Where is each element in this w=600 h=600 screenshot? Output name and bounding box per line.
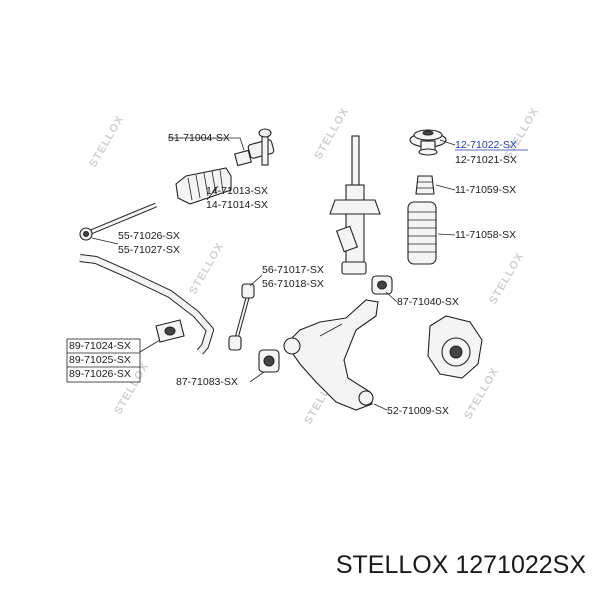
part-label[interactable]: 11-71059-SX bbox=[455, 184, 516, 196]
tie-rod-end bbox=[234, 128, 275, 167]
leader-lines bbox=[91, 137, 456, 411]
part-label[interactable]: 52-71009-SX bbox=[387, 405, 449, 417]
part-labels: 51-71004-SX 14-71013-SX 14-71014-SX 55-7… bbox=[66, 132, 528, 417]
rear-arm-bushing bbox=[371, 275, 393, 295]
watermark: STELLOX bbox=[487, 251, 526, 307]
part-label[interactable]: 89-71025-SX bbox=[69, 354, 131, 366]
watermark: STELLOX bbox=[312, 106, 351, 162]
part-label[interactable]: 14-71014-SX bbox=[206, 199, 268, 211]
label-box bbox=[66, 338, 141, 383]
strut-assembly bbox=[329, 135, 381, 275]
control-arm-bushing bbox=[258, 349, 280, 373]
part-label[interactable]: 12-71021-SX bbox=[455, 154, 517, 166]
product-caption: STELLOX 1271022SX bbox=[335, 551, 586, 579]
bump-stop bbox=[415, 175, 435, 195]
stabilizer-bushing bbox=[155, 319, 185, 343]
watermark: STELLOX bbox=[87, 114, 126, 170]
part-label[interactable]: 89-71024-SX bbox=[69, 340, 131, 352]
dust-boot bbox=[407, 201, 437, 265]
part-label-highlighted[interactable]: 12-71022-SX bbox=[455, 139, 517, 151]
part-label[interactable]: 89-71026-SX bbox=[69, 368, 131, 380]
part-label[interactable]: 56-71018-SX bbox=[262, 278, 324, 290]
watermark: STELLOX bbox=[462, 366, 501, 422]
part-label[interactable]: 55-71027-SX bbox=[118, 244, 180, 256]
part-label[interactable]: 87-71083-SX bbox=[176, 376, 238, 388]
inner-tie-rod bbox=[79, 202, 157, 241]
stabilizer-bar bbox=[79, 254, 214, 355]
part-label[interactable]: 56-71017-SX bbox=[262, 264, 324, 276]
strut-top-mount bbox=[409, 129, 447, 156]
part-label[interactable]: 87-71040-SX bbox=[397, 296, 459, 308]
part-label[interactable]: 51-71004-SX bbox=[168, 132, 230, 144]
part-label[interactable]: 55-71026-SX bbox=[118, 230, 180, 242]
watermark: STELLOX bbox=[187, 241, 226, 297]
steering-knuckle bbox=[427, 315, 483, 379]
lower-control-arm bbox=[283, 299, 379, 411]
stabilizer-link bbox=[228, 283, 255, 351]
steering-boot bbox=[175, 167, 232, 205]
part-label[interactable]: 11-71058-SX bbox=[455, 229, 516, 241]
part-label[interactable]: 14-71013-SX bbox=[206, 185, 268, 197]
